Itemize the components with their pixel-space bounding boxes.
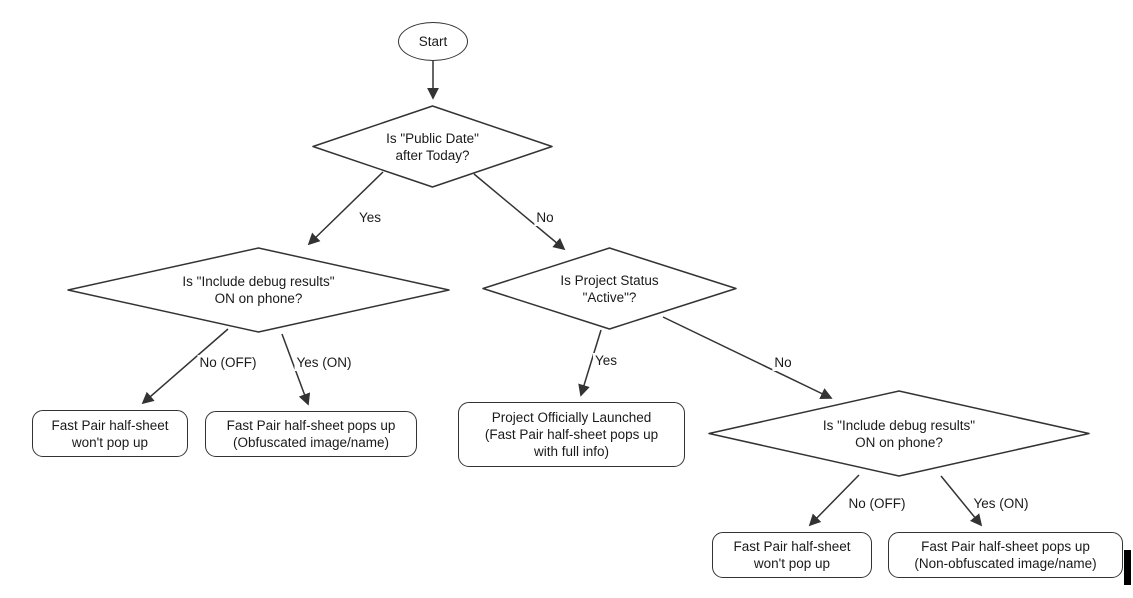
edge-public-date-no: [473, 173, 566, 251]
diamond-shape: [67, 247, 450, 333]
diamond-shape: [312, 105, 553, 188]
result-obfuscated-popup: Fast Pair half-sheet pops up (Obfuscated…: [205, 411, 417, 457]
result-no-popup-right: Fast Pair half-sheet won't pop up: [712, 532, 872, 578]
result-launched: Project Officially Launched (Fast Pair h…: [458, 402, 685, 467]
decision-debug-left-label: Is "Include debug results" ON on phone?: [182, 274, 335, 306]
edge-debug-right-yes: [940, 475, 983, 527]
edge-label-debug-right-yes: Yes (ON): [971, 496, 1031, 512]
result-launched-label: Project Officially Launched (Fast Pair h…: [484, 410, 659, 459]
decision-project-status: Is Project Status "Active"?: [482, 247, 737, 330]
text-cursor-artifact: [1124, 550, 1131, 585]
edge-public-date-yes: [307, 171, 384, 246]
edge-label-public-date-yes: Yes: [356, 210, 384, 226]
edge-debug-right-no: [808, 474, 860, 527]
diamond-shape: [708, 390, 1090, 477]
decision-public-date: Is "Public Date" after Today?: [312, 105, 553, 188]
edge-label-public-date-no: No: [534, 210, 556, 226]
result-no-popup-left: Fast Pair half-sheet won't pop up: [32, 410, 188, 457]
result-obfuscated-popup-label: Fast Pair half-sheet pops up (Obfuscated…: [226, 418, 396, 450]
decision-debug-right: Is "Include debug results" ON on phone?: [708, 390, 1090, 477]
result-non-obfuscated-popup: Fast Pair half-sheet pops up (Non-obfusc…: [888, 532, 1123, 578]
edge-label-debug-right-no: No (OFF): [846, 496, 908, 512]
edge-project-status-no: [662, 316, 833, 399]
result-no-popup-right-label: Fast Pair half-sheet won't pop up: [733, 539, 851, 571]
decision-project-status-label: Is Project Status "Active"?: [560, 272, 659, 305]
decision-debug-left: Is "Include debug results" ON on phone?: [67, 247, 450, 333]
decision-debug-right-label: Is "Include debug results" ON on phone?: [822, 417, 976, 450]
node-start-label: Start: [418, 34, 448, 49]
result-non-obfuscated-popup-label: Fast Pair half-sheet pops up (Non-obfusc…: [914, 539, 1097, 571]
edge-label-project-status-yes: Yes: [592, 353, 620, 369]
decision-public-date-label: Is "Public Date" after Today?: [386, 130, 479, 163]
edge-label-debug-left-no: No (OFF): [197, 355, 259, 371]
diamond-shape: [482, 247, 737, 330]
edge-project-status-yes: [578, 329, 602, 397]
result-no-popup-left-label: Fast Pair half-sheet won't pop up: [51, 417, 169, 450]
edge-label-project-status-no: No: [772, 355, 794, 371]
edge-debug-left-no: [141, 328, 229, 405]
node-start: Start: [398, 22, 468, 61]
edge-label-debug-left-yes: Yes (ON): [294, 355, 354, 371]
